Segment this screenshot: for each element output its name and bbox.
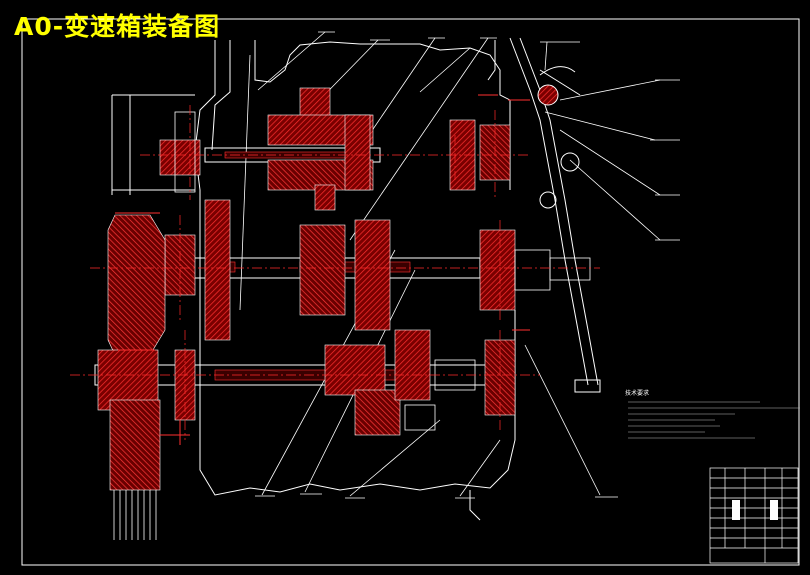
title-block [709, 467, 799, 564]
shift-linkage [509, 37, 601, 393]
technical-notes: 技术要求 [625, 389, 800, 439]
left-pulley [97, 214, 166, 540]
drawing-title: A0-变速箱装备图 [14, 12, 221, 41]
upper-gear-block [267, 87, 374, 211]
notes-heading: 技术要求 [625, 389, 649, 397]
dimension-marks [115, 94, 530, 445]
drawing-frame [21, 18, 800, 566]
centerlines [70, 105, 600, 440]
leader-ticks [255, 31, 680, 499]
middle-shaft [149, 199, 481, 341]
housing-outline [111, 40, 516, 521]
right-bearings [449, 119, 591, 416]
